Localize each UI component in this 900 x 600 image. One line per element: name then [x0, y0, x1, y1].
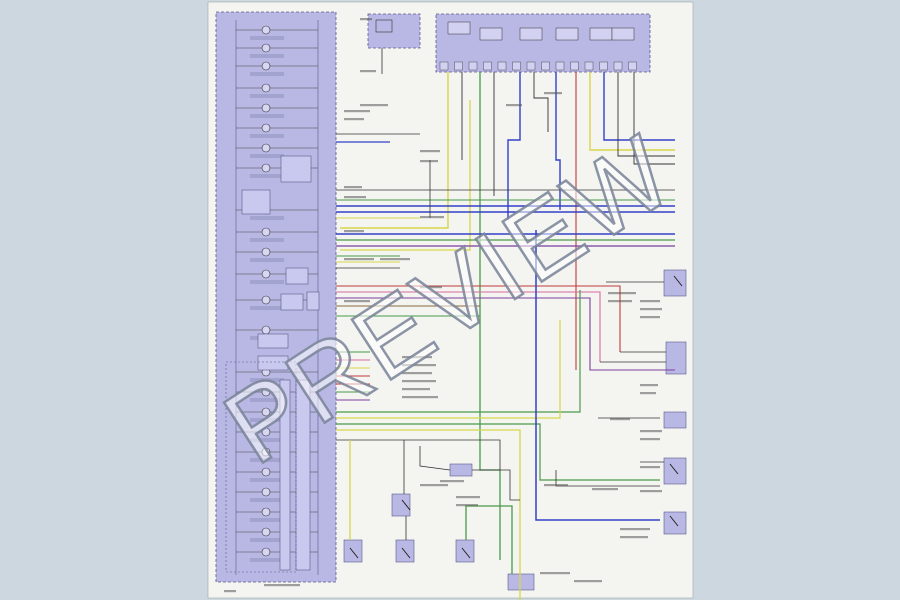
fuse-icon [555, 27, 579, 41]
indicator-lamp-icon [261, 163, 271, 173]
wire [535, 230, 660, 521]
connector-icon [497, 61, 507, 71]
indicator-lamp-icon [261, 487, 271, 497]
wire [336, 423, 660, 481]
indicator-lamp-icon [261, 325, 271, 335]
wire [336, 320, 561, 419]
connector-icon [526, 61, 536, 71]
wire [603, 72, 675, 141]
switch-icon [401, 499, 411, 511]
indicator-lamp-icon [261, 83, 271, 93]
wire [336, 297, 675, 371]
connector-icon [483, 61, 492, 71]
indicator-lamp-icon [261, 227, 271, 237]
connector-icon [584, 61, 594, 71]
wire [633, 72, 675, 165]
wire [617, 72, 675, 157]
indicator-lamp-icon [261, 25, 271, 35]
indicator-lamp-icon [261, 103, 271, 113]
wire [336, 291, 601, 362]
fuse-icon [611, 27, 635, 41]
switch-icon [669, 515, 679, 527]
indicator-lamp-icon [261, 247, 271, 257]
indicator-lamp-icon [261, 387, 271, 397]
indicator-lamp-icon [261, 269, 271, 279]
indicator-lamp-icon [261, 407, 271, 417]
fuse-icon [589, 27, 613, 41]
connector-icon [599, 61, 608, 71]
indicator-lamp-icon [261, 527, 271, 537]
indicator-lamp-group [236, 25, 318, 562]
connector-icon [512, 61, 521, 71]
fuse-icon [479, 27, 503, 41]
connector-icon [613, 61, 623, 71]
connector-icon [439, 61, 449, 71]
indicator-lamp-icon [261, 507, 271, 517]
wire [472, 469, 520, 501]
wire [340, 100, 471, 251]
wire [419, 446, 451, 471]
fuse-icon [519, 27, 543, 41]
wire [589, 72, 675, 151]
connector-icon [570, 61, 579, 71]
indicator-lamp-icon [261, 61, 271, 71]
wire [336, 429, 521, 600]
switch-icon [673, 275, 683, 287]
wire [465, 505, 513, 574]
indicator-lamp-icon [261, 143, 271, 153]
indicator-lamp-icon [261, 427, 271, 437]
indicator-lamp-icon [261, 547, 271, 557]
indicator-lamp-icon [261, 447, 271, 457]
wire [555, 72, 561, 210]
wire [340, 72, 449, 229]
indicator-lamp-icon [261, 43, 271, 53]
connector-icon [468, 61, 478, 71]
relay-box [367, 13, 421, 49]
power-distribution-module [435, 13, 651, 73]
indicator-lamp-icon [261, 295, 271, 305]
gauge-control-module [215, 11, 337, 583]
switch-icon [461, 547, 471, 559]
fuse-icon [447, 21, 471, 35]
connector-icon [541, 61, 550, 71]
wire [336, 290, 581, 413]
indicator-lamp-icon [261, 467, 271, 477]
connector-icon [454, 61, 463, 71]
switch-icon [401, 547, 411, 559]
wiring-harness [336, 48, 683, 600]
wire [336, 439, 501, 470]
switch-icon [669, 463, 679, 475]
indicator-lamp-icon [261, 123, 271, 133]
connector-icon [628, 61, 637, 71]
fine-print-marks [224, 18, 662, 593]
wire [533, 72, 549, 132]
connector-icon [555, 61, 565, 71]
switch-icon [349, 547, 359, 559]
